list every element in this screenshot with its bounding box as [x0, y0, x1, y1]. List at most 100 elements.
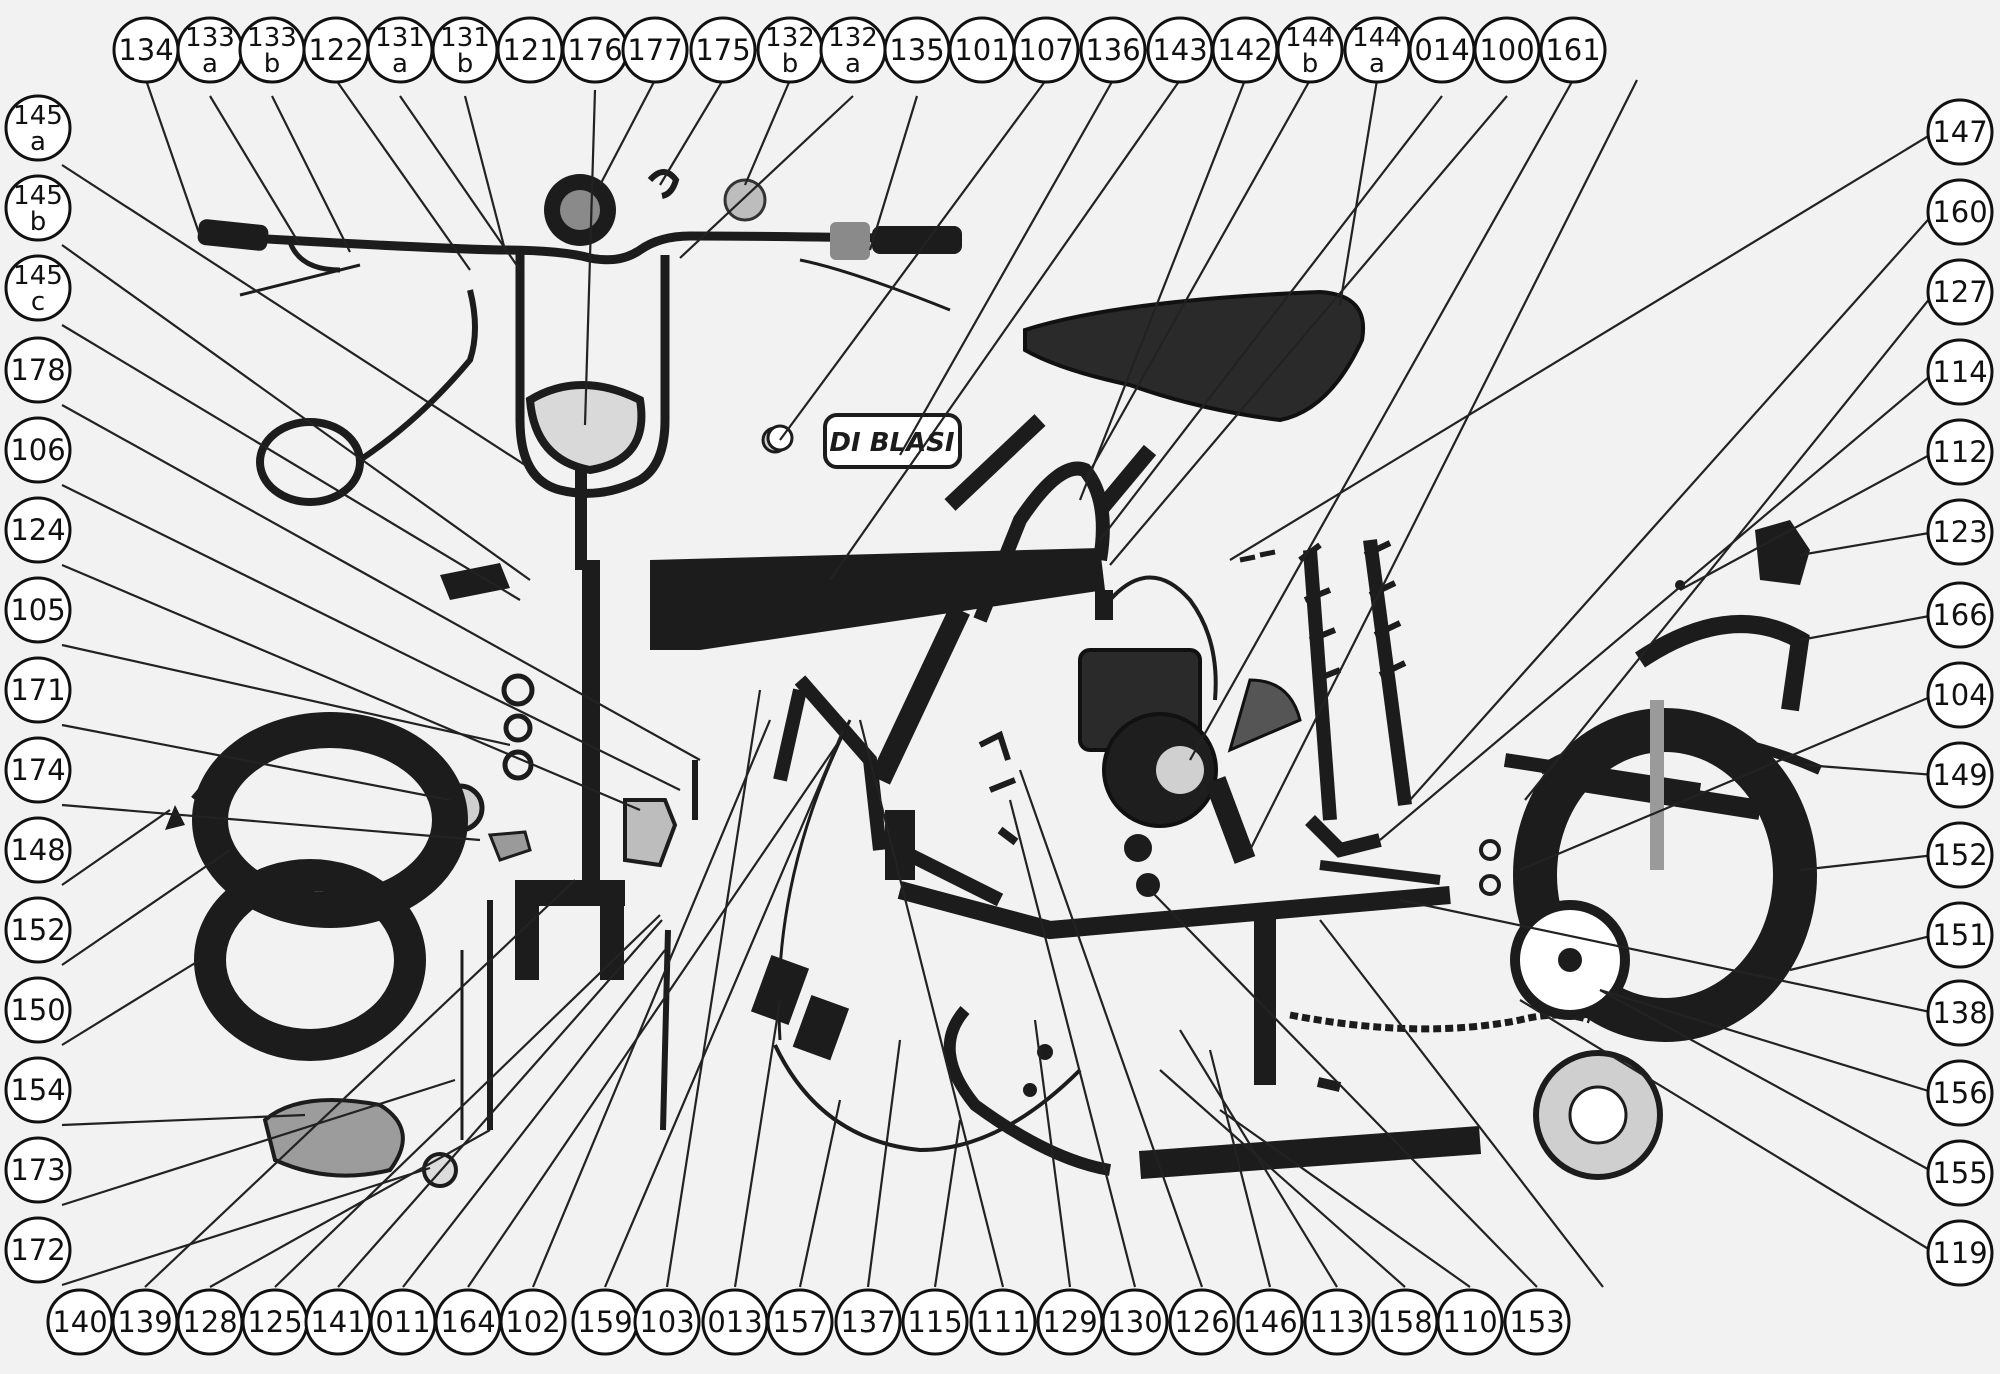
callout-text: 145: [13, 261, 63, 291]
callout-circle: [1926, 178, 1994, 246]
callout-161: 161: [1539, 16, 1607, 84]
callout-text: 134: [118, 33, 173, 67]
callout-175: 175: [689, 16, 757, 84]
callout-152R: 152: [1926, 821, 1994, 889]
callout-text: 152: [1932, 838, 1987, 872]
callout-text: 171: [10, 673, 65, 707]
callout-129: 129: [1036, 1288, 1104, 1356]
callout-text: 011: [375, 1305, 430, 1339]
callout-124: 124: [4, 496, 72, 564]
callout-text: b: [457, 49, 474, 79]
callout-110: 110: [1436, 1288, 1504, 1356]
callout-text: 125: [247, 1305, 302, 1339]
callout-text: 177: [627, 33, 682, 67]
front-tyres: [165, 712, 468, 1061]
callout-103: 103: [633, 1288, 701, 1356]
callout-147: 147: [1926, 98, 1994, 166]
callout-146: 146: [1236, 1288, 1304, 1356]
callout-text: b: [1302, 49, 1319, 79]
callout-text: 105: [10, 593, 65, 627]
callout-text: 104: [1932, 678, 1987, 712]
callout-text: 132: [765, 23, 815, 53]
brake-plate: [262, 1098, 405, 1178]
callout-151: 151: [1926, 901, 1994, 969]
callout-circle: [1236, 1288, 1304, 1356]
front-fork: [515, 560, 625, 980]
leader-lines: [61, 79, 1936, 1288]
callout-circle: [4, 816, 72, 884]
callout-circle: [969, 1288, 1037, 1356]
callout-text: 112: [1932, 435, 1987, 469]
callout-156: 156: [1926, 1059, 1994, 1127]
callout-123: 123: [1926, 498, 1994, 566]
callout-circle: [4, 1056, 72, 1124]
callout-circle: [1926, 1219, 1994, 1287]
callout-text: b: [30, 207, 47, 237]
callout-circle: [1926, 258, 1994, 326]
callout-text: a: [202, 49, 218, 79]
callout-155: 155: [1926, 1139, 1994, 1207]
callout-121: 121: [496, 16, 564, 84]
callout-157: 157: [766, 1288, 834, 1356]
callout-circle: [1303, 1288, 1371, 1356]
callout-circle: [4, 656, 72, 724]
callout-circle: [1926, 98, 1994, 166]
callout-text: 159: [577, 1305, 632, 1339]
callout-text: 144: [1285, 23, 1335, 53]
callout-text: 146: [1242, 1305, 1297, 1339]
callout-circle: [1926, 338, 1994, 406]
callout-152L: 152: [4, 896, 72, 964]
callout-text: 121: [502, 33, 557, 67]
callout-text: 128: [182, 1305, 237, 1339]
callout-text: 155: [1932, 1156, 1987, 1190]
callout-178: 178: [4, 336, 72, 404]
callout-text: 152: [10, 913, 65, 947]
callout-circle: [4, 576, 72, 644]
callout-112: 112: [1926, 418, 1994, 486]
callout-circle: [1436, 1288, 1504, 1356]
callout-circle: [4, 94, 72, 162]
callout-text: a: [1369, 49, 1385, 79]
callout-text: 119: [1932, 1236, 1987, 1270]
callout-111: 111: [969, 1288, 1037, 1356]
callout-circle: [901, 1288, 969, 1356]
callout-154: 154: [4, 1056, 72, 1124]
callout-164: 164: [434, 1288, 502, 1356]
callout-circle: [1926, 1059, 1994, 1127]
callout-text: 176: [567, 33, 622, 67]
callout-circle: [1926, 418, 1994, 486]
callout-105: 105: [4, 576, 72, 644]
callout-circle: [4, 1216, 72, 1284]
callout-text: c: [31, 287, 45, 317]
callout-text: 175: [695, 33, 750, 67]
callout-013: 013: [701, 1288, 769, 1356]
callout-text: 131: [375, 23, 425, 53]
callout-circle: [4, 174, 72, 242]
callout-circle: [766, 1288, 834, 1356]
callout-text: 124: [10, 513, 65, 547]
callout-113: 113: [1303, 1288, 1371, 1356]
callout-text: 149: [1932, 758, 1987, 792]
callout-circle: [1473, 16, 1541, 84]
callout-circle: [4, 976, 72, 1044]
callout-text: 013: [707, 1305, 762, 1339]
callout-circle: [1926, 498, 1994, 566]
callout-text: 133: [247, 23, 297, 53]
callout-text: 113: [1309, 1305, 1364, 1339]
saddle: [944, 289, 1366, 516]
callout-text: 148: [10, 833, 65, 867]
callout-137: 137: [834, 1288, 902, 1356]
callout-102: 102: [499, 1288, 567, 1356]
callout-circle: [1926, 979, 1994, 1047]
callout-text: 174: [10, 753, 65, 787]
engine: [1078, 575, 1302, 897]
callout-circle: [1926, 1139, 1994, 1207]
callout-circle: [1079, 16, 1147, 84]
callout-148: 148: [4, 816, 72, 884]
callout-text: 115: [907, 1305, 962, 1339]
callout-150: 150: [4, 976, 72, 1044]
callout-128: 128: [176, 1288, 244, 1356]
